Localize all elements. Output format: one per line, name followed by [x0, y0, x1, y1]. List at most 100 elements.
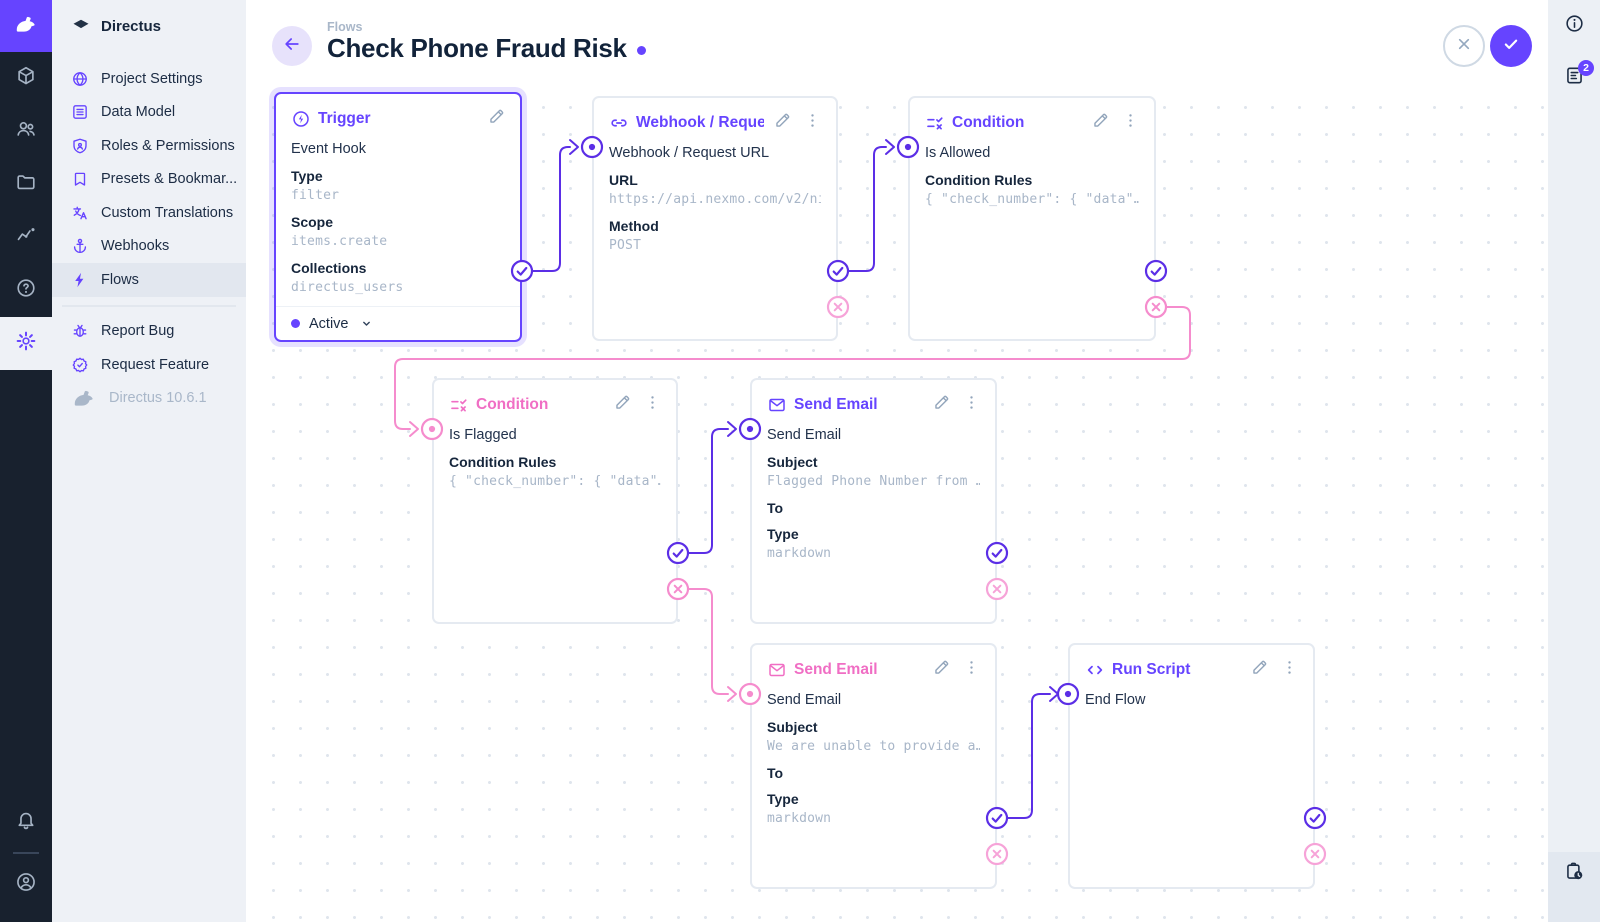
email1-input-connector[interactable]: [738, 417, 762, 441]
module-user-directory[interactable]: [0, 105, 52, 158]
module-insights[interactable]: [0, 211, 52, 264]
sidebar-item-presets-bookmar[interactable]: Presets & Bookmar...: [52, 163, 246, 197]
flow-info-button[interactable]: [1548, 0, 1600, 52]
unsaved-changes-dot: [636, 46, 646, 55]
webhook-reject-connector[interactable]: [826, 295, 850, 319]
users-icon: [15, 118, 37, 145]
globe-icon: [71, 70, 89, 88]
module-content[interactable]: [0, 52, 52, 105]
pencil-icon: [487, 107, 506, 131]
panel-header: Run Script: [1070, 645, 1313, 686]
breadcrumb[interactable]: Flows: [327, 20, 363, 34]
sidebar-item-flows[interactable]: Flows: [52, 263, 246, 297]
field-label: Scope: [291, 214, 334, 230]
edit-panel-button[interactable]: [1089, 109, 1112, 137]
trigger-resolve-connector[interactable]: [510, 259, 534, 283]
field-label: Condition Rules: [925, 172, 1033, 188]
email1-resolve-connector[interactable]: [985, 541, 1009, 565]
dots-menu-icon: [962, 393, 981, 417]
panel-menu-button[interactable]: [1278, 656, 1301, 684]
field-value: markdown: [767, 811, 832, 826]
trigger-status-toggle[interactable]: Active: [276, 306, 520, 340]
sidebar-item-webhooks[interactable]: Webhooks: [52, 230, 246, 264]
script-reject-connector[interactable]: [1303, 842, 1327, 866]
cond1-reject-connector[interactable]: [1144, 295, 1168, 319]
link-icon: [609, 113, 629, 133]
field-label: Subject: [767, 719, 818, 735]
revisions-button[interactable]: 2: [1548, 52, 1600, 104]
rule-icon: [449, 395, 469, 415]
sidebar-item-project-settings[interactable]: Project Settings: [52, 62, 246, 96]
rabbit-icon: [13, 11, 39, 42]
panel-header: Condition: [434, 380, 676, 421]
flow-panel-webhook[interactable]: Webhook / Request URLWebhook / Request U…: [592, 96, 838, 341]
edit-panel-button[interactable]: [771, 109, 794, 137]
mail-icon: [767, 395, 787, 415]
cond2-input-connector[interactable]: [420, 417, 444, 441]
edit-panel-button[interactable]: [930, 656, 953, 684]
edit-panel-button[interactable]: [611, 391, 634, 419]
account-button[interactable]: [0, 864, 52, 904]
panel-menu-button[interactable]: [960, 656, 983, 684]
email2-reject-connector[interactable]: [985, 842, 1009, 866]
save-button[interactable]: [1490, 25, 1532, 67]
info-icon: [1564, 13, 1585, 39]
project-chooser[interactable]: Directus: [52, 0, 246, 52]
sidebar-item-report-bug[interactable]: Report Bug: [52, 315, 246, 349]
field-value: directus_users: [291, 280, 404, 295]
module-file-library[interactable]: [0, 158, 52, 211]
sidebar-item-roles-permissions[interactable]: Roles & Permissions: [52, 129, 246, 163]
discard-changes-button[interactable]: [1443, 25, 1485, 67]
edit-panel-button[interactable]: [930, 391, 953, 419]
email1-reject-connector[interactable]: [985, 577, 1009, 601]
panel-title: Trigger: [318, 110, 371, 127]
panel-menu-button[interactable]: [1119, 109, 1142, 137]
panel-title: Send Email: [794, 396, 878, 413]
page-header: Flows Check Phone Fraud Risk: [246, 0, 1548, 90]
panel-menu-button[interactable]: [960, 391, 983, 419]
script-input-connector[interactable]: [1056, 682, 1080, 706]
script-resolve-connector[interactable]: [1303, 806, 1327, 830]
flow-connection: [687, 421, 737, 554]
activity-log-button[interactable]: [1548, 861, 1600, 887]
bolt-icon: [71, 271, 89, 289]
sidebar-item-custom-translations[interactable]: Custom Translations: [52, 196, 246, 230]
module-documentation[interactable]: [0, 264, 52, 317]
webhook-resolve-connector[interactable]: [826, 259, 850, 283]
badge-icon: [71, 356, 89, 374]
sidebar-item-request-feature[interactable]: Request Feature: [52, 348, 246, 382]
edit-panel-button[interactable]: [1248, 656, 1271, 684]
status-label: Active: [309, 315, 349, 332]
cond2-resolve-connector[interactable]: [666, 541, 690, 565]
field-value: POST: [609, 238, 642, 253]
cond1-resolve-connector[interactable]: [1144, 259, 1168, 283]
panel-menu-button[interactable]: [641, 391, 664, 419]
bell-icon: [15, 809, 37, 836]
panel-menu-button[interactable]: [801, 109, 824, 137]
email2-input-connector[interactable]: [738, 682, 762, 706]
field-label: Condition Rules: [449, 454, 557, 470]
cond1-input-connector[interactable]: [896, 135, 920, 159]
panel-row-text: Is Allowed: [925, 145, 991, 161]
directus-logo[interactable]: [0, 0, 52, 52]
panel-header: Trigger: [276, 94, 520, 135]
notifications-button[interactable]: [0, 802, 52, 842]
flow-connection: [1006, 686, 1059, 819]
webhook-input-connector[interactable]: [580, 135, 604, 159]
edit-panel-button[interactable]: [485, 105, 508, 133]
sidebar-item-version[interactable]: Directus 10.6.1: [52, 382, 246, 416]
email2-resolve-connector[interactable]: [985, 806, 1009, 830]
anchor-icon: [71, 237, 89, 255]
cond2-reject-connector[interactable]: [666, 577, 690, 601]
sidebar-item-data-model[interactable]: Data Model: [52, 96, 246, 130]
sidebar-item-label: Project Settings: [101, 70, 203, 87]
module-settings[interactable]: [0, 317, 52, 370]
back-button[interactable]: [272, 26, 312, 66]
